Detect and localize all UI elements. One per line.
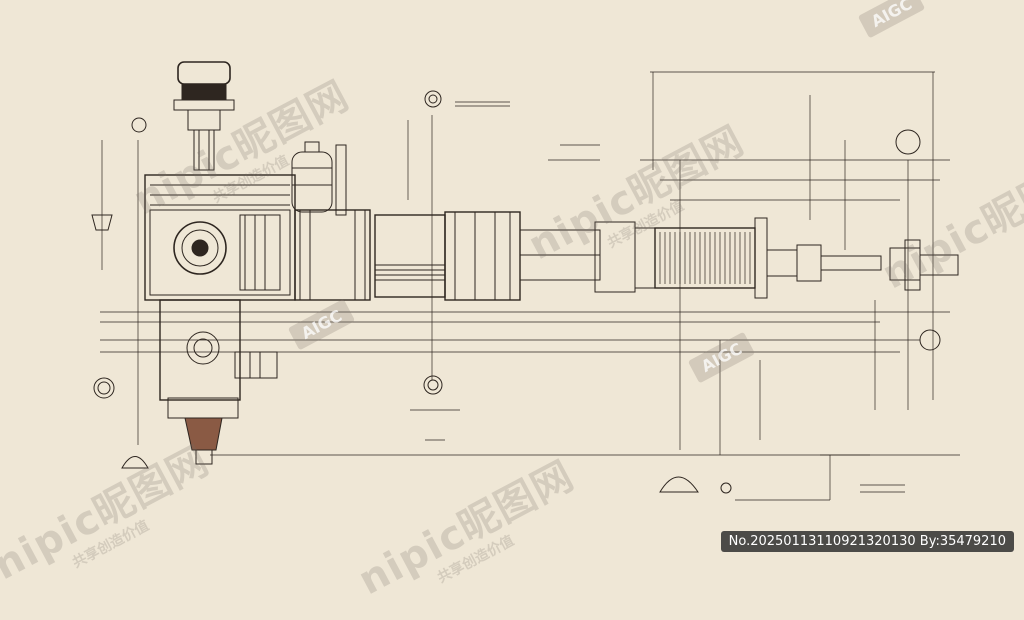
top-cap-assembly: [173, 61, 235, 171]
coil-section: [654, 217, 768, 299]
center-cylinders: [294, 209, 521, 301]
reference-lines: [100, 71, 960, 456]
shaft-section: [519, 221, 656, 293]
mechanical-blueprint-drawing: [91, 61, 960, 501]
right-shaft-end: [766, 239, 959, 291]
image-id-label: No.20250113110921320130 By:35479210: [720, 531, 1014, 552]
detail-circles: [91, 90, 941, 494]
upper-tanks: [291, 141, 347, 216]
leader-lines: [101, 72, 934, 455]
lower-gearbox: [159, 299, 278, 465]
annotation-marks: [410, 101, 905, 501]
main-housing: [144, 174, 296, 301]
